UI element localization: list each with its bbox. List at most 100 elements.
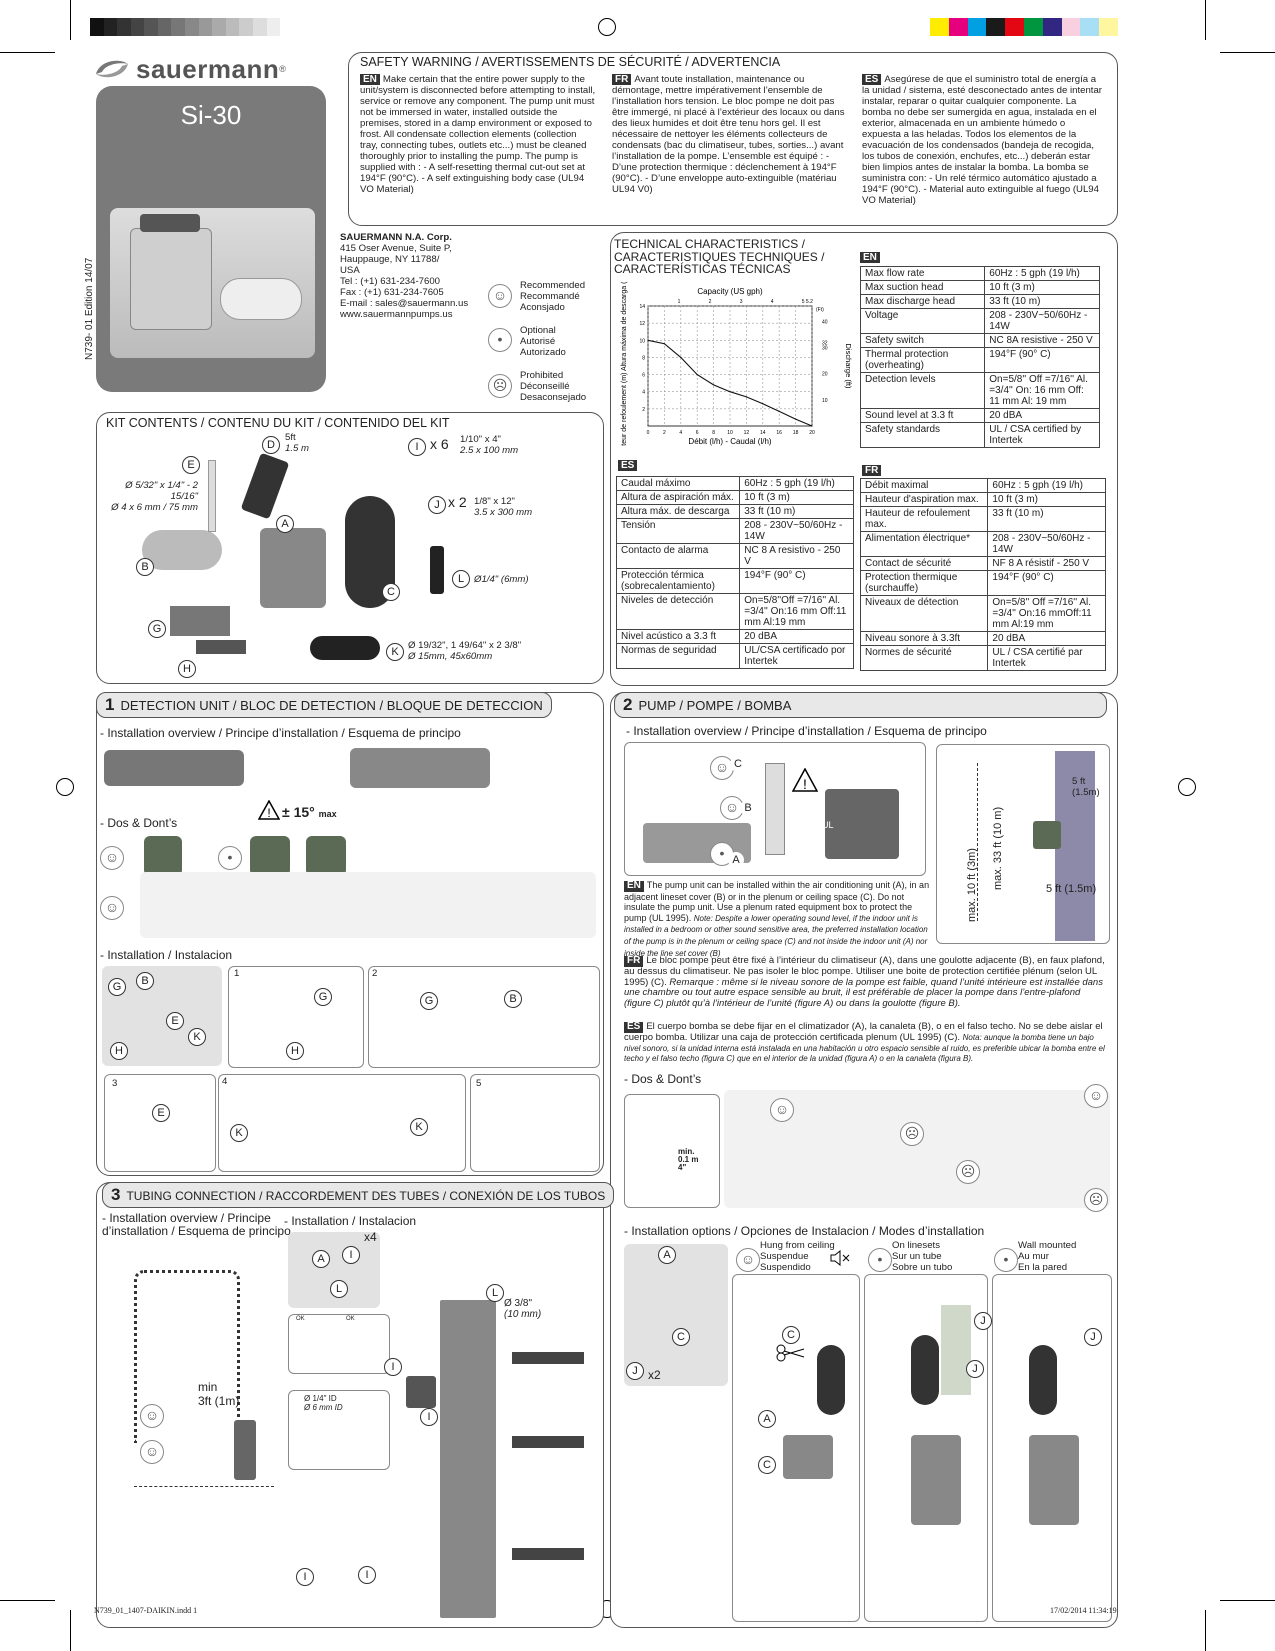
s3-ok-connection	[288, 1314, 390, 1374]
spec-value: NC 8A resistive - 250 V	[984, 333, 1100, 348]
warning-icon: !	[792, 768, 818, 792]
spec-row: Hauteur d'aspiration max.10 ft (3 m)	[859, 492, 1106, 507]
footer-right: 17/02/2014 11:34:19	[1050, 1606, 1117, 1615]
s2-letter-J: J	[1084, 1328, 1102, 1346]
s3-ok-1: OK	[296, 1316, 305, 1322]
chart-y-tick: 2	[642, 407, 645, 413]
spec-value: 20 dBA	[987, 631, 1106, 646]
s1-dos-pump-tilt-1	[250, 836, 290, 876]
color-bar	[930, 18, 1118, 36]
spec-value: 208 - 230V~50/60Hz - 14W	[987, 531, 1106, 557]
crop-mark	[1220, 1600, 1275, 1601]
company-website[interactable]: www.sauermannpumps.us	[340, 309, 453, 320]
kit-letter-B: B	[136, 558, 154, 576]
chart-point	[647, 339, 649, 341]
s1-letter-H: H	[110, 1042, 128, 1060]
spec-label: Altura de aspiración máx.	[615, 490, 741, 505]
spec-value: UL/CSA certificado por Intertek	[739, 643, 854, 669]
spec-row: Altura de aspiración máx.10 ft (3 m)	[615, 490, 854, 505]
s1-step-2-num: 2	[372, 968, 378, 979]
spec-label: Niveaux de détection	[859, 595, 989, 632]
product-card: Si-30	[96, 86, 326, 392]
spec-label: Sound level at 3.3 ft	[859, 408, 986, 423]
smiley-happy-icon: ☺	[710, 756, 734, 780]
s1-step-4-num: 4	[222, 1076, 228, 1087]
chart-point	[745, 396, 747, 398]
kit-letter-K: K	[386, 643, 404, 661]
chart-y-tick: 10	[639, 338, 645, 344]
kit-letter-J: J	[428, 496, 446, 514]
chart-top-tick: 3	[740, 299, 743, 305]
s1-letter-K: K	[230, 1124, 248, 1142]
spec-label: Contacto de alarma	[615, 543, 741, 569]
spec-value: 10 ft (3 m)	[987, 492, 1106, 507]
brand-name: sauermann	[136, 53, 280, 84]
smiley-sad-icon: ☹	[900, 1122, 924, 1146]
company-line: Fax : (+1) 631-234-7605	[340, 287, 444, 298]
smiley-neutral-icon: •	[868, 1248, 892, 1272]
company-email[interactable]: E-mail : sales@sauermann.us	[340, 298, 469, 309]
tech-es-tag: ES	[618, 460, 638, 471]
legend-prohibited: Prohibited Déconseillé Desaconsejado	[520, 370, 587, 403]
s1-letter-G: G	[108, 978, 126, 996]
s2-options-parts	[624, 1244, 728, 1386]
s1-step-4	[218, 1074, 466, 1172]
s2-overview-label: - Installation overview / Principe d’ins…	[626, 724, 987, 738]
crop-mark	[70, 1610, 71, 1651]
spec-label: Tensión	[615, 518, 741, 544]
spec-label: Protection thermique (surchauffe)	[859, 570, 989, 596]
s2-letter-A: A	[728, 852, 744, 868]
company-line: Tel : (+1) 631-234-7600	[340, 276, 440, 287]
chart-x-tick: 12	[744, 430, 750, 436]
chart-y2-tick: 32	[822, 340, 828, 346]
s2-letter-C: C	[672, 1328, 690, 1346]
spec-label: Niveles de detección	[615, 593, 741, 630]
registration-mark-left	[56, 778, 74, 796]
spec-value: 20 dBA	[984, 408, 1100, 423]
footer-left: N739_01_1407-DAIKIN.indd 1	[94, 1606, 198, 1615]
s3-x4: x4	[364, 1230, 377, 1244]
chart-top-tick: 1	[678, 299, 681, 305]
chart-x-tick: 18	[793, 430, 799, 436]
s2-option-wall-ill	[992, 1274, 1112, 1622]
chart-point	[696, 373, 698, 376]
crop-mark	[0, 1600, 55, 1601]
s1-letter-B: B	[136, 972, 154, 990]
s2-letter-J: J	[974, 1312, 992, 1330]
spec-value: On=5/8'' Off =7/16'' Al. =3/4'' On:16 mm…	[987, 595, 1106, 632]
kit-J-size: 1/8" x 12"3.5 x 300 mm	[474, 496, 533, 518]
s1-dos-pump-ok	[144, 836, 182, 876]
s2-x2: x2	[648, 1368, 661, 1382]
spec-label: Thermal protection (overheating)	[859, 347, 986, 373]
crop-mark	[70, 0, 71, 40]
spec-label: Caudal máximo	[615, 476, 741, 491]
kit-letter-G: G	[148, 620, 166, 638]
s3-letter-I: I	[342, 1246, 360, 1264]
spec-value: UL / CSA certified by Intertek	[984, 422, 1100, 448]
s2-option-ceiling-ill	[732, 1274, 860, 1622]
crop-mark	[1220, 52, 1275, 53]
spec-row: Protección térmica (sobrecalentamiento)1…	[615, 568, 854, 594]
spec-label: Débit maximal	[859, 478, 989, 493]
s3-install-label: - Installation / Instalacion	[284, 1214, 417, 1228]
s2-overview-ac	[624, 742, 926, 876]
safety-box	[348, 52, 1118, 226]
s3-id-detail	[288, 1390, 390, 1470]
spec-value: NC 8 A resistivo - 250 V	[739, 543, 854, 569]
s1-letter-B: B	[504, 990, 522, 1008]
s2-opt-lineset: On linesets Sur un tube Sobre un tubo	[892, 1240, 953, 1273]
kit-illustration	[140, 436, 560, 672]
product-title: Si-30	[180, 100, 242, 130]
smiley-sad-icon: ☹	[956, 1160, 980, 1184]
s2-height-diagram	[936, 744, 1110, 944]
chart-xlabel: Débit (l/h) - Caudal (l/h)	[688, 437, 771, 446]
brand-logo: sauermann ®	[92, 52, 286, 86]
chart-top-tick: 4	[771, 299, 774, 305]
